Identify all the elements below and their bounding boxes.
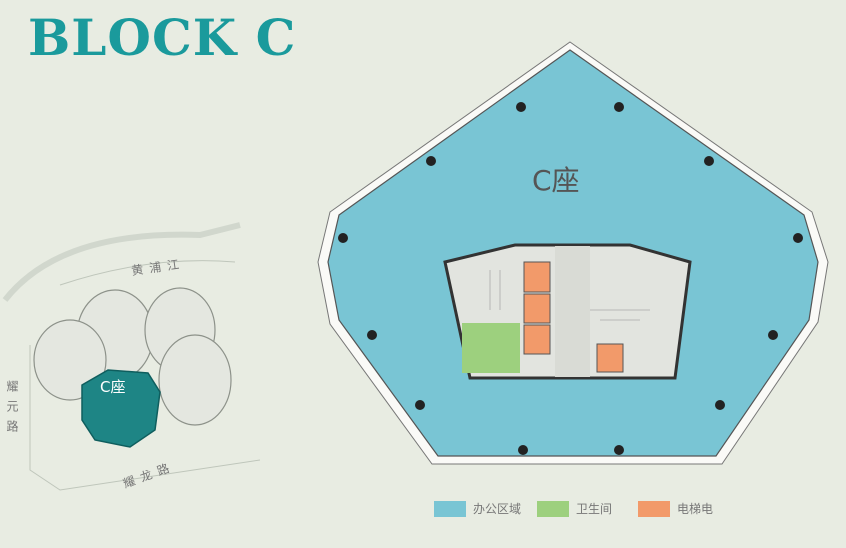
legend-swatch — [434, 500, 466, 517]
legend-label: 卫生间 — [576, 502, 613, 516]
elevator — [523, 324, 551, 355]
legend-item-restroom: 卫生间 — [537, 500, 612, 517]
legend-label: 电梯电 — [677, 502, 714, 516]
tower — [33, 319, 107, 401]
legend-swatch — [537, 500, 569, 517]
elevator — [596, 343, 624, 373]
legend-item-office: 办公区域 — [434, 500, 521, 517]
road-south-label: 耀龙路 — [121, 458, 177, 491]
structural-columns — [338, 102, 803, 455]
elevator — [523, 261, 551, 293]
legend-swatch — [638, 500, 670, 517]
elevator — [523, 293, 551, 324]
road-west-label: 耀元路 — [5, 380, 19, 440]
plan-label: C座 — [532, 164, 580, 197]
restroom — [462, 323, 520, 373]
legend-label: 办公区域 — [473, 502, 522, 516]
block-c-label: C座 — [100, 378, 125, 396]
site-map: C座 黄浦江 耀元路 耀龙路 — [2, 222, 261, 491]
core — [443, 243, 692, 380]
page-title: BLOCK C — [28, 8, 297, 67]
legend-item-elevator: 电梯电 — [638, 500, 713, 517]
tower — [158, 334, 232, 426]
block-c-tower — [81, 369, 161, 448]
river-label: 黄浦江 — [130, 257, 185, 278]
